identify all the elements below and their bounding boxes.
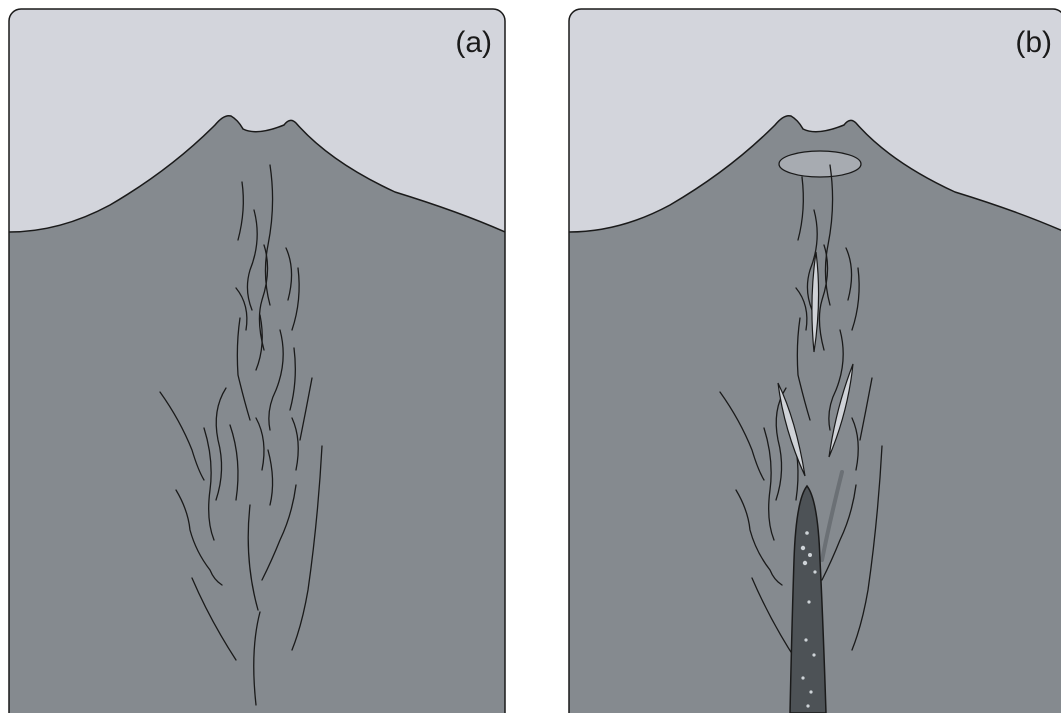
bubble (809, 690, 812, 693)
bubble (812, 653, 815, 656)
panel-b: (b) (569, 9, 1061, 713)
bubble (804, 638, 807, 641)
bubble (807, 600, 810, 603)
panel-label: (a) (455, 26, 492, 59)
shallow-reservoir (779, 151, 861, 177)
panel-label: (b) (1015, 26, 1052, 59)
panel-a: (a) (9, 9, 505, 713)
bubble (808, 553, 812, 557)
bubble (801, 676, 804, 679)
bubble (805, 531, 809, 535)
bubble (803, 561, 807, 565)
bubble (813, 570, 816, 573)
bubble (801, 546, 805, 550)
bubble (806, 704, 809, 707)
